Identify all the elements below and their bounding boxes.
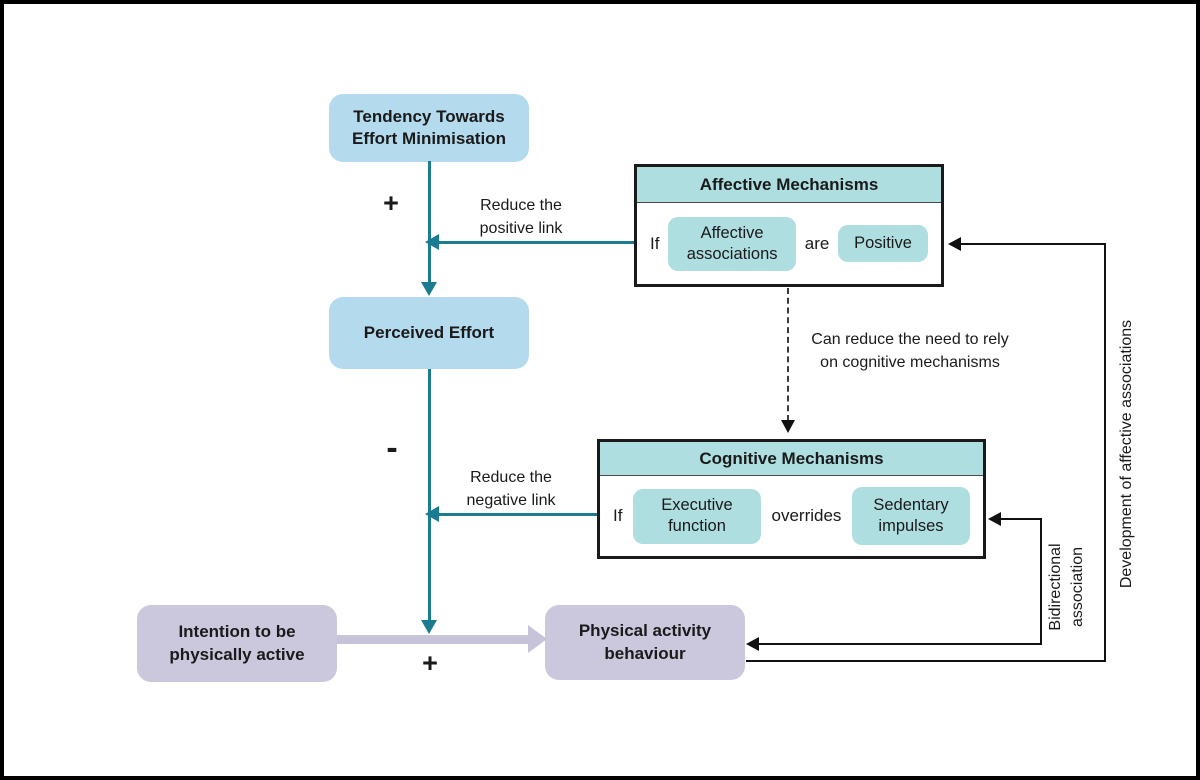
arrowhead-left-affective-panel-icon — [948, 237, 961, 251]
panel-cognitive-mechanisms: Cognitive Mechanisms If Executive functi… — [597, 439, 986, 559]
arrowhead-down-perceived-icon — [421, 282, 437, 296]
cognitive-if-label: If — [613, 506, 623, 525]
node-perceived-effort: Perceived Effort — [329, 297, 529, 369]
cognitive-mechanisms-body: If Executive function overrides Sedentar… — [600, 476, 983, 556]
node-physical-activity-behaviour: Physical activity behaviour — [545, 605, 745, 680]
arrowhead-left-cognitive-panel-icon — [988, 512, 1001, 526]
label-bidirectional-association: Bidirectional association — [1047, 543, 1086, 631]
node-perceived-effort-label: Perceived Effort — [363, 322, 495, 342]
edge-tendency-to-perceived-line — [428, 161, 431, 284]
arrowhead-down-cognitive-icon — [781, 420, 795, 433]
arrowhead-left-pa-behaviour-icon — [746, 637, 759, 651]
label-can-reduce-need: Can reduce the need to rely on cognitive… — [811, 331, 1009, 371]
sign-minus-perceived-behaviour: - — [386, 429, 398, 467]
affective-are-label: are — [804, 233, 830, 253]
edge-affective-to-cognitive-dashed-line — [787, 288, 789, 421]
arrowhead-left-positive-link-icon — [425, 234, 439, 250]
cognitive-mechanisms-header: Cognitive Mechanisms — [600, 442, 983, 476]
edge-development-top-line — [960, 243, 1106, 245]
affective-mechanisms-title: Affective Mechanisms — [699, 174, 879, 194]
cognitive-overrides-label: overrides — [771, 506, 842, 525]
affective-mechanisms-header: Affective Mechanisms — [637, 167, 941, 203]
affective-mechanisms-body: If Affective associations are Positive — [637, 203, 941, 284]
edge-development-vertical-line — [1104, 243, 1106, 662]
edge-perceived-to-behaviour-line — [428, 369, 431, 622]
panel-affective-mechanisms: Affective Mechanisms If Affective associ… — [634, 164, 944, 287]
arrowhead-down-behaviour-icon — [421, 620, 437, 634]
edge-bidirectional-vertical-line — [1040, 518, 1042, 645]
node-intention-label: Intention to be physically active — [169, 622, 305, 664]
edge-bidirectional-top-line — [1000, 518, 1042, 520]
edge-development-bottom-line — [746, 660, 1106, 662]
node-intention: Intention to be physically active — [137, 605, 337, 682]
chip-positive: Positive — [838, 225, 928, 262]
edge-intention-to-behaviour-line — [337, 635, 530, 644]
chip-sedentary-impulses: Sedentary impulses — [851, 487, 970, 545]
edge-cognitive-reduces-negative-line — [437, 513, 597, 516]
node-pa-behaviour-label: Physical activity behaviour — [578, 621, 712, 663]
chip-executive-function: Executive function — [632, 488, 761, 544]
edge-bidirectional-bottom-line — [758, 643, 1042, 645]
node-tendency-effort-minimisation: Tendency Towards Effort Minimisation — [329, 94, 529, 162]
sign-plus-tendency-perceived: + — [383, 188, 399, 218]
sign-plus-intention-behaviour: + — [422, 648, 438, 678]
arrowhead-right-pa-behaviour-icon — [528, 625, 547, 653]
affective-if-label: If — [650, 233, 660, 253]
chip-affective-associations: Affective associations — [668, 216, 797, 271]
label-reduce-positive-link: Reduce the positive link — [479, 197, 563, 237]
arrowhead-left-negative-link-icon — [425, 506, 439, 522]
node-tendency-label: Tendency Towards Effort Minimisation — [352, 106, 506, 148]
edge-affective-reduces-positive-line — [437, 241, 634, 244]
label-reduce-negative-link: Reduce the negative link — [466, 469, 556, 509]
cognitive-mechanisms-title: Cognitive Mechanisms — [699, 448, 884, 468]
label-development-affective-associations: Development of affective associations — [1118, 319, 1135, 589]
